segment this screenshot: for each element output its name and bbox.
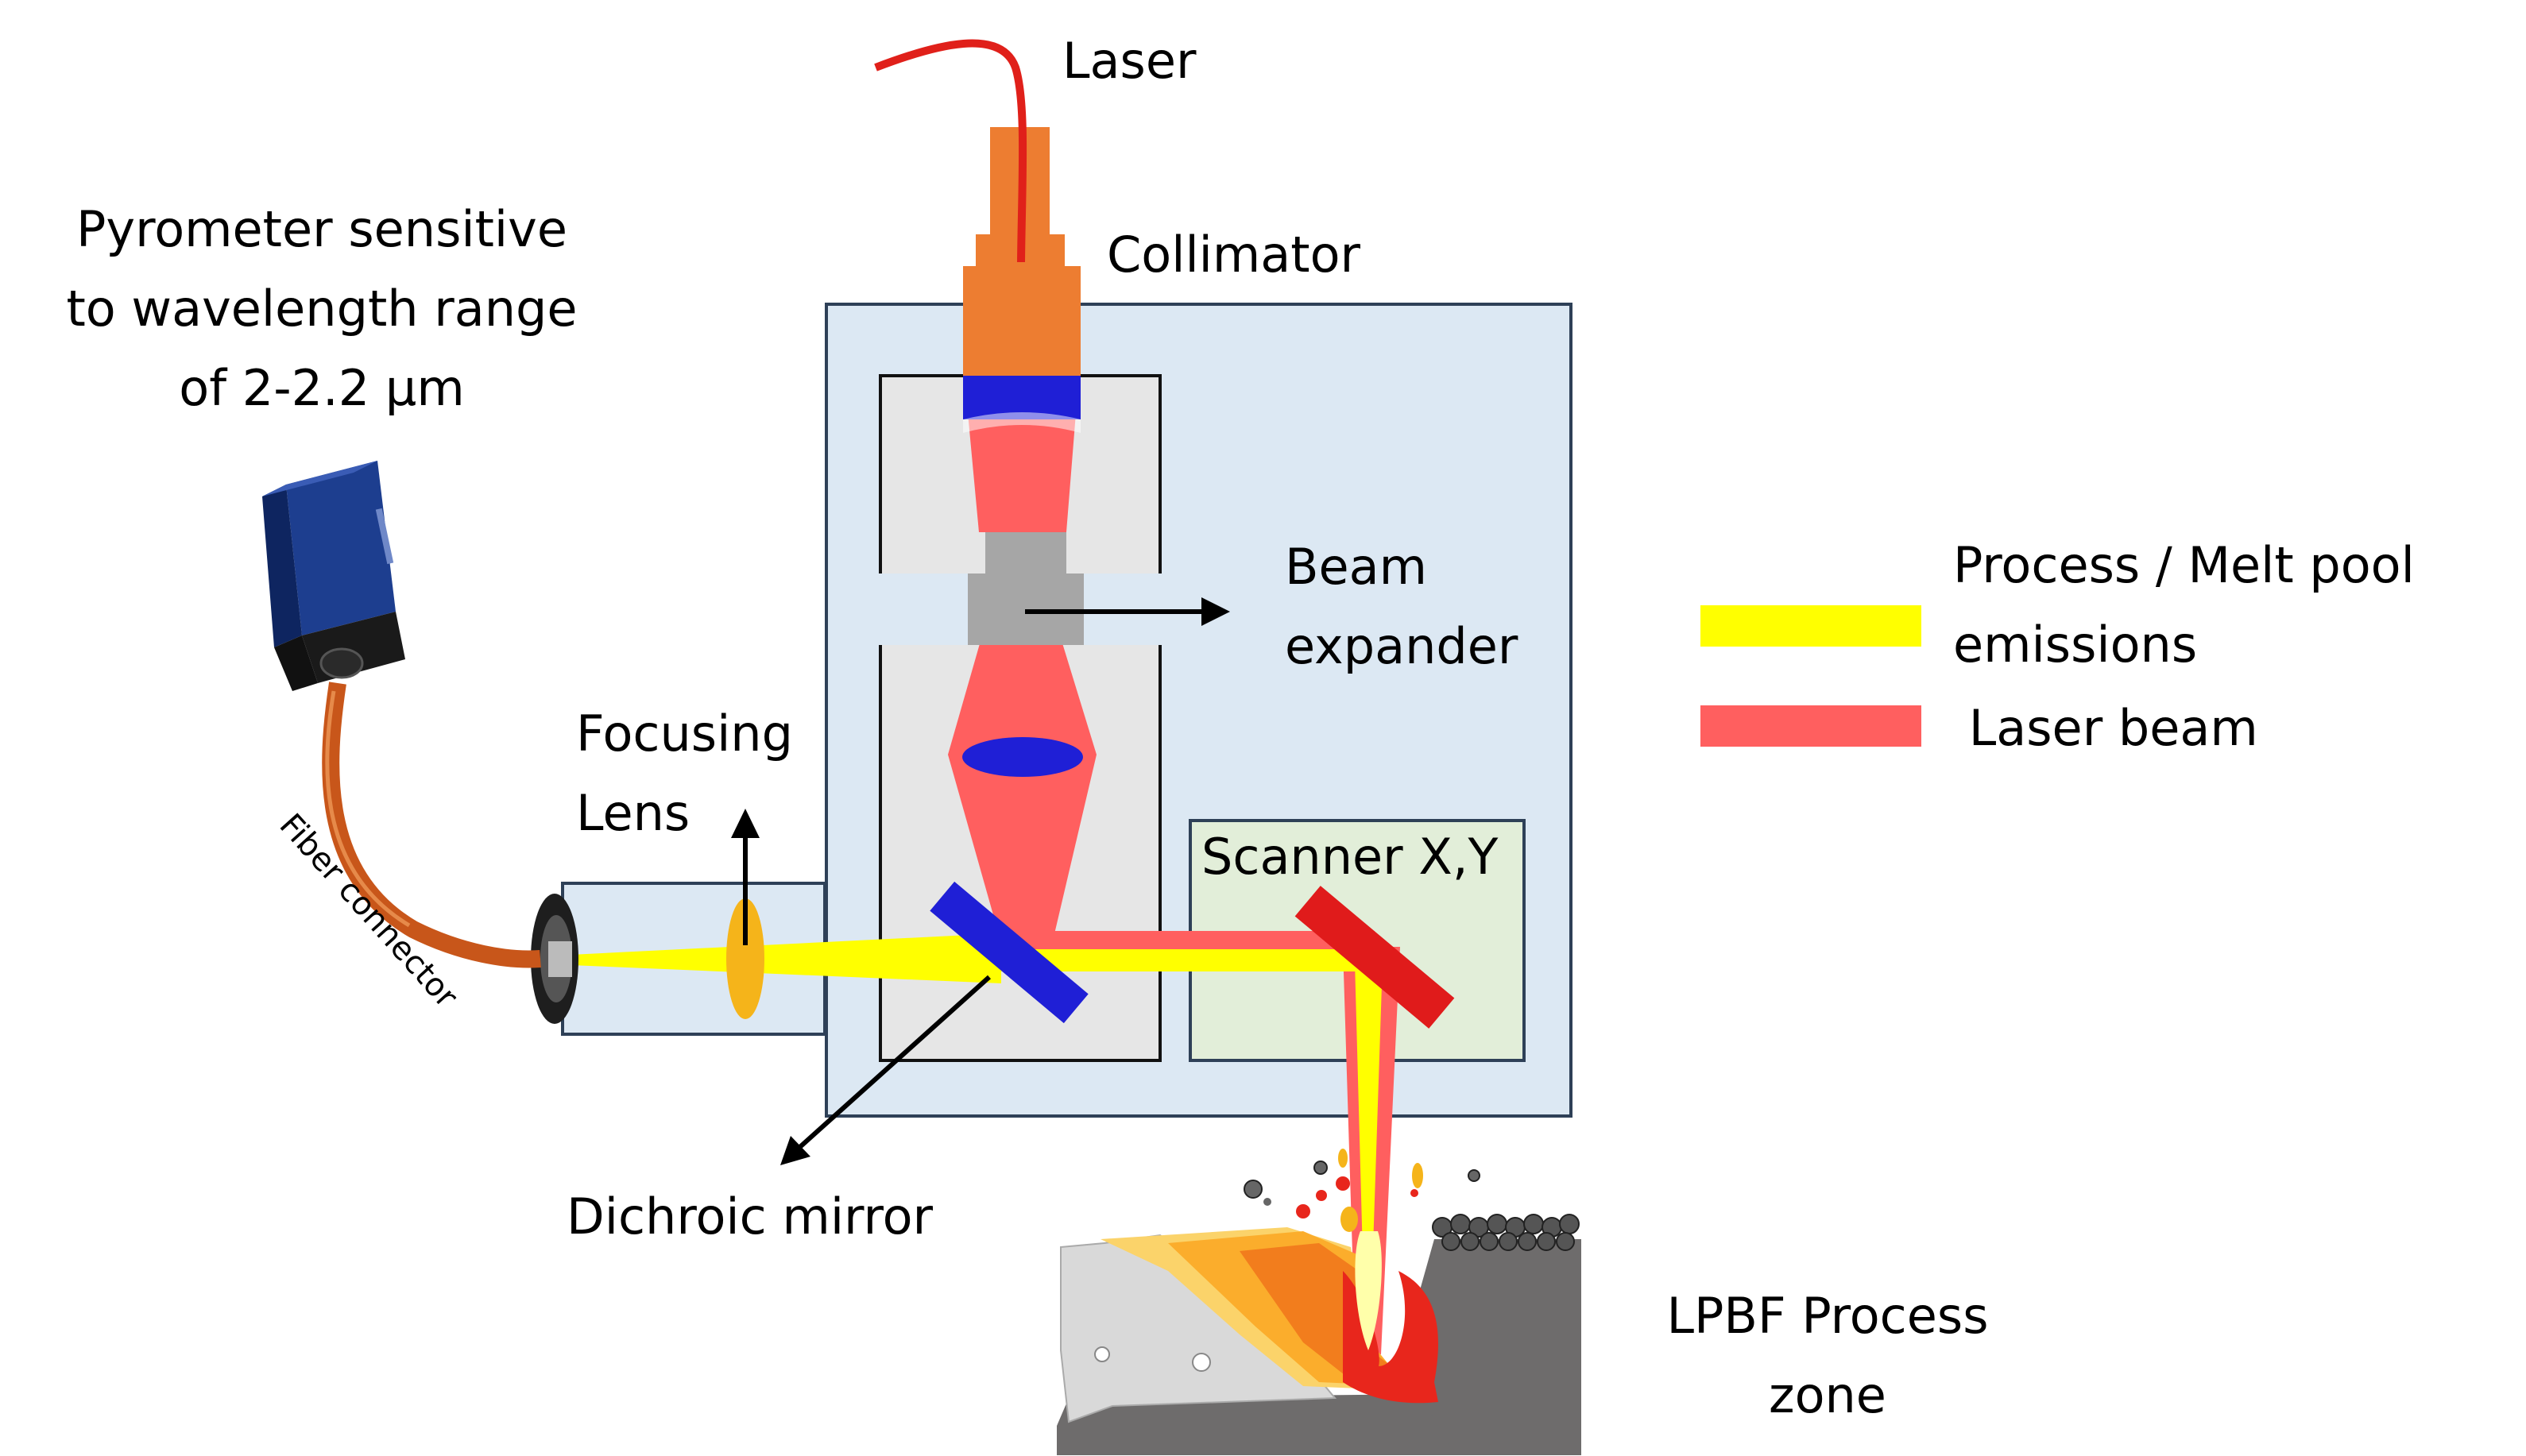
label-beam-expander-line1: Beam	[1285, 538, 1427, 596]
emission-beam-to-pyrometer	[571, 933, 1001, 983]
lpbf-process-zone	[1057, 1149, 1581, 1455]
legend-emissions-line1: Process / Melt pool	[1953, 536, 2415, 594]
laser-beam-expanded	[948, 635, 1097, 755]
label-dichroic-mirror: Dichroic mirror	[567, 1188, 934, 1246]
label-process-zone-line2: zone	[1769, 1366, 1886, 1424]
label-beam-expander-line2: expander	[1285, 617, 1518, 675]
beam-lens	[962, 737, 1083, 777]
label-process-zone-line1: LPBF Process	[1666, 1287, 1988, 1345]
laser-beam-expanding	[968, 413, 1076, 532]
pyrometer-fiber-highlight	[325, 690, 411, 928]
pyrometer	[262, 461, 405, 691]
scanner-mirror	[1294, 886, 1455, 1029]
emission-beam-from-workpiece	[1355, 961, 1383, 1342]
label-fiber-connector: Fiber connector	[273, 807, 465, 1015]
dichroic-mirror-arrow	[792, 975, 992, 1154]
focusing-lens-arrowhead	[731, 809, 760, 838]
emission-beam-to-dichroic	[993, 949, 1383, 971]
label-pyrometer-line3: of 2-2.2 µm	[179, 359, 464, 417]
dichroic-mirror-arrowhead	[780, 1136, 810, 1165]
legend-emissions-line2: emissions	[1953, 616, 2197, 674]
label-focusing-lens-line2: Lens	[576, 784, 690, 842]
laser-fiber	[874, 39, 1027, 263]
label-pyrometer-line2: to wavelength range	[66, 280, 577, 338]
focusing-lens	[726, 898, 764, 1019]
label-pyrometer-line1: Pyrometer sensitive	[76, 200, 567, 258]
legend-swatch-emissions	[1700, 605, 1921, 647]
label-focusing-lens-line1: Focusing	[576, 705, 793, 763]
legend-laser-beam: Laser beam	[1953, 699, 2258, 757]
fiber-connector	[531, 894, 578, 1024]
legend-swatch-laser-beam	[1700, 705, 1921, 747]
label-laser: Laser	[1062, 32, 1197, 90]
dichroic-mirror	[930, 881, 1089, 1024]
label-scanner: Scanner X,Y	[1201, 828, 1499, 886]
label-collimator: Collimator	[1107, 226, 1361, 284]
laser-beam-converging	[948, 755, 1097, 937]
beam-expander-arrowhead	[1201, 597, 1230, 626]
